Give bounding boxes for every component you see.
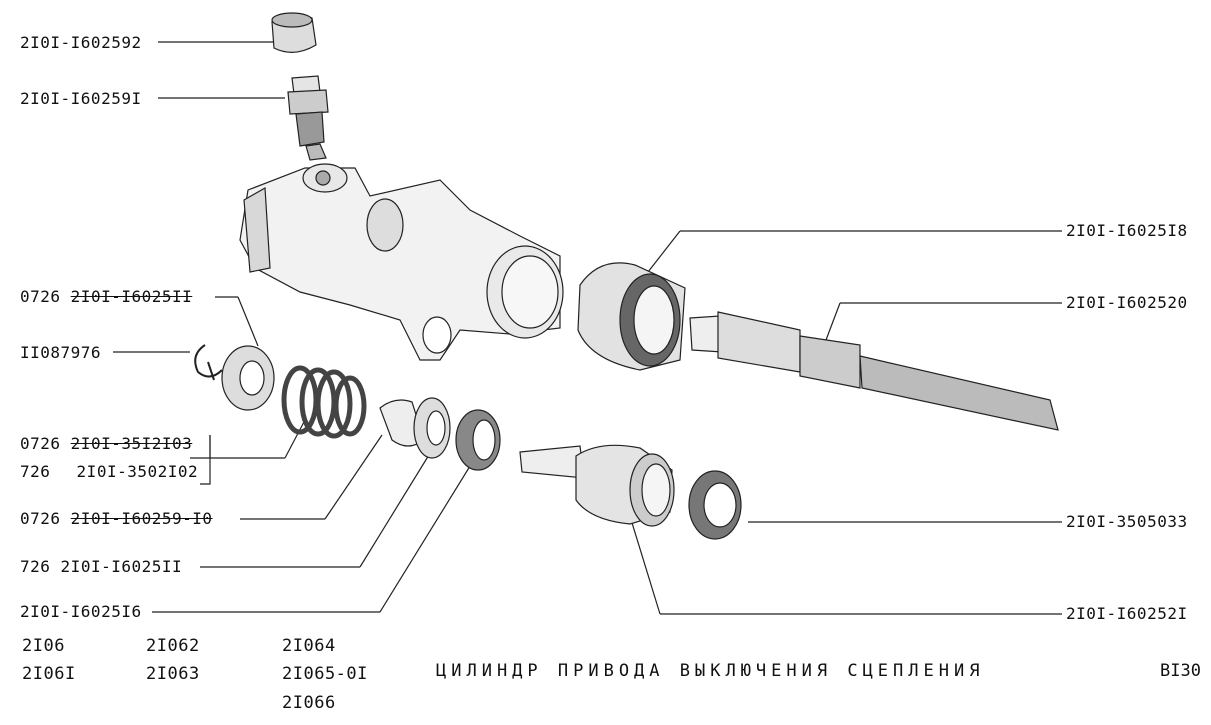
label-washer: 0726 2I0I-I6025II <box>20 288 192 306</box>
label-cap: 2I0I-I602592 <box>20 33 142 52</box>
sheet-number: BI30 <box>1160 661 1201 681</box>
label-ring-prefix: 726 <box>20 557 51 576</box>
model-21063: 2I063 <box>146 664 200 684</box>
label-bleeder-valve: 2I0I-I60259I <box>20 89 142 108</box>
model-2106: 2I06 <box>22 636 65 656</box>
label-piston: 2I0I-I60252I <box>1066 604 1188 623</box>
label-ring-code: 2I0I-I6025II <box>60 557 183 576</box>
label-seal: 2I0I-I6025I6 <box>20 602 142 621</box>
label-pushrod: 2I0I-I602520 <box>1066 293 1188 312</box>
label-cup-seal: 2I0I-3505033 <box>1066 512 1188 531</box>
label-spring-a: 0726 2I0I-35I2I03 <box>20 435 192 453</box>
label-spacer: 0726 2I0I-I60259-I0 <box>20 510 213 528</box>
model-21064: 2I064 <box>282 636 336 656</box>
label-ring: 726 2I0I-I6025II <box>20 558 182 576</box>
label-spacer-prefix: 0726 <box>20 509 61 528</box>
label-spring-b-prefix: 726 <box>20 462 51 481</box>
model-21065-01: 2I065-0I <box>282 664 368 684</box>
label-spring-b: 726 2I0I-3502I02 <box>20 463 198 481</box>
label-washer-code: 2I0I-I6025II <box>70 287 193 306</box>
model-21061: 2I06I <box>22 664 76 684</box>
label-boot: 2I0I-I6025I8 <box>1066 221 1188 240</box>
label-spring-a-prefix: 0726 <box>20 434 61 453</box>
model-21066: 2I066 <box>282 693 336 713</box>
label-clip: II087976 <box>20 343 102 362</box>
label-washer-prefix: 0726 <box>20 287 61 306</box>
model-21062: 2I062 <box>146 636 200 656</box>
label-spacer-code: 2I0I-I60259-I0 <box>70 509 213 528</box>
diagram-title: ЦИЛИНДР ПРИВОДА ВЫКЛЮЧЕНИЯ СЦЕПЛЕНИЯ <box>436 661 985 681</box>
label-spring-a-code: 2I0I-35I2I03 <box>70 434 193 453</box>
label-spring-b-code: 2I0I-3502I02 <box>76 462 199 481</box>
